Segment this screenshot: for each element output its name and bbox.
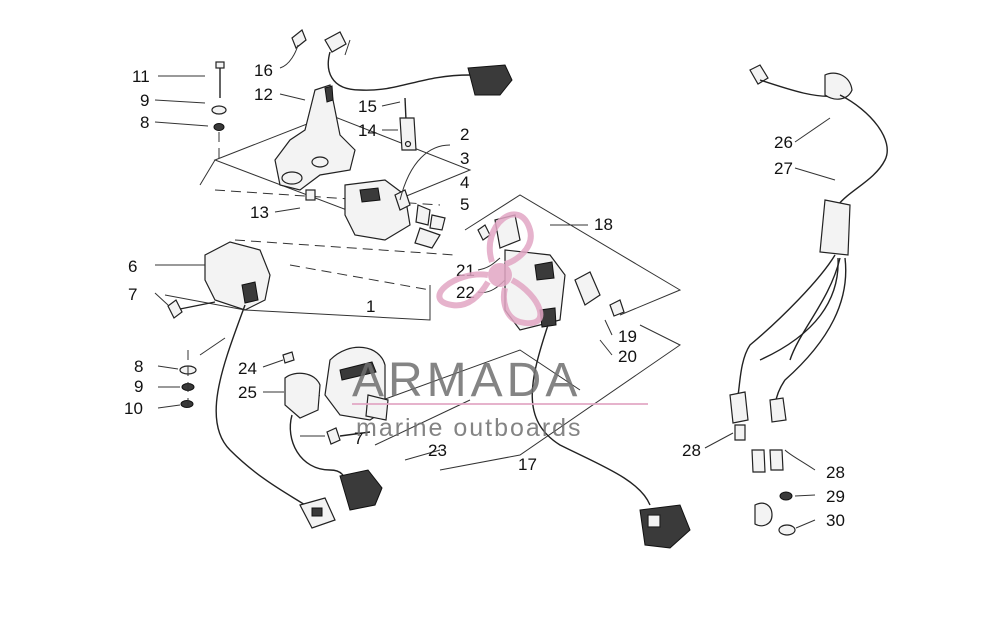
callout-2: 2 bbox=[460, 125, 469, 144]
callout-14: 14 bbox=[358, 121, 377, 140]
watermark: ARMADA marine outboards bbox=[352, 211, 648, 442]
callouts: 11 9 8 16 12 15 14 2 3 4 5 13 18 6 21 22… bbox=[124, 61, 845, 530]
bracket-6 bbox=[167, 241, 271, 319]
cable-left-lower bbox=[215, 304, 336, 529]
callout-26: 26 bbox=[774, 133, 793, 152]
tab-14 bbox=[399, 97, 417, 151]
washers-8-9-10 bbox=[179, 337, 226, 412]
callout-13: 13 bbox=[250, 203, 269, 222]
callout-4: 4 bbox=[460, 173, 469, 192]
callout-7: 7 bbox=[128, 285, 137, 304]
callout-16: 16 bbox=[254, 61, 273, 80]
callout-28: 28 bbox=[826, 463, 845, 482]
callout-9: 9 bbox=[140, 91, 149, 110]
callout-12: 12 bbox=[254, 85, 273, 104]
callout-29: 29 bbox=[826, 487, 845, 506]
armada-logo-icon bbox=[436, 211, 544, 327]
steering-bracket-12 bbox=[274, 84, 356, 201]
callout-18: 18 bbox=[594, 215, 613, 234]
callout-1: 1 bbox=[366, 297, 375, 316]
cable-17 bbox=[531, 324, 691, 549]
callout-24: 24 bbox=[238, 359, 257, 378]
watermark-brand: ARMADA bbox=[352, 354, 581, 407]
coil-24-25 bbox=[282, 351, 383, 511]
callout-3: 3 bbox=[460, 149, 469, 168]
wire-harness-15-16 bbox=[291, 29, 513, 96]
callout-11: 11 bbox=[132, 67, 150, 86]
callout-10: 10 bbox=[124, 399, 143, 418]
callout-22: 22 bbox=[456, 283, 475, 302]
switch-assembly-2-5 bbox=[344, 144, 451, 249]
callout-5: 5 bbox=[460, 195, 469, 214]
callout-30: 30 bbox=[826, 511, 845, 530]
callout-23: 23 bbox=[428, 441, 447, 460]
callout-20: 20 bbox=[618, 347, 637, 366]
callout-17: 17 bbox=[518, 455, 537, 474]
callout-28: 28 bbox=[682, 441, 701, 460]
watermark-tagline: marine outboards bbox=[356, 414, 583, 442]
callout-15: 15 bbox=[358, 97, 377, 116]
stator-23 bbox=[324, 346, 389, 445]
callout-8: 8 bbox=[140, 113, 149, 132]
harness-26-30 bbox=[729, 64, 888, 536]
callout-8: 8 bbox=[134, 357, 143, 376]
callout-9: 9 bbox=[134, 377, 143, 396]
callout-6: 6 bbox=[128, 257, 137, 276]
callout-27: 27 bbox=[774, 159, 793, 178]
callout-25: 25 bbox=[238, 383, 257, 402]
bolt-11-assembly bbox=[211, 61, 227, 160]
callout-19: 19 bbox=[618, 327, 637, 346]
callout-7: 7 bbox=[354, 429, 363, 448]
